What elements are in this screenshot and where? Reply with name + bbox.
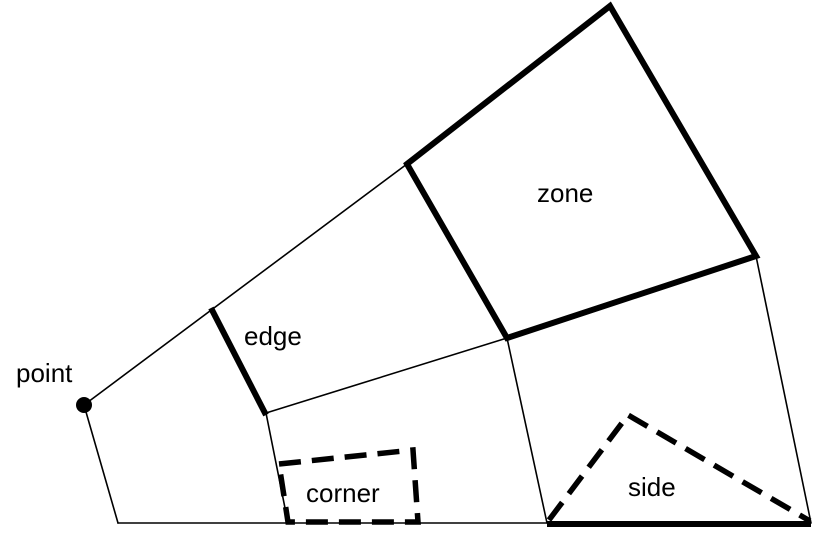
middle-line-2 (265, 412, 289, 524)
corner-rect (275, 446, 421, 525)
side-triangle-dashed (546, 411, 812, 524)
thick-segments (208, 1, 811, 527)
grid-lines (83, 163, 812, 524)
middle-line-3 (506, 337, 548, 524)
outer-lower-line (83, 404, 119, 524)
middle-line-1 (265, 337, 508, 414)
dashed-shapes (275, 411, 812, 525)
right-line (755, 255, 812, 524)
outer-upper-line (83, 163, 408, 406)
point-marker (76, 397, 92, 413)
label-edge: edge (244, 321, 302, 351)
label-zone: zone (537, 178, 593, 208)
zone-quad (403, 1, 761, 342)
edge-segment (208, 306, 269, 417)
label-side: side (628, 472, 676, 502)
label-point: point (16, 358, 73, 388)
label-corner: corner (306, 478, 380, 508)
